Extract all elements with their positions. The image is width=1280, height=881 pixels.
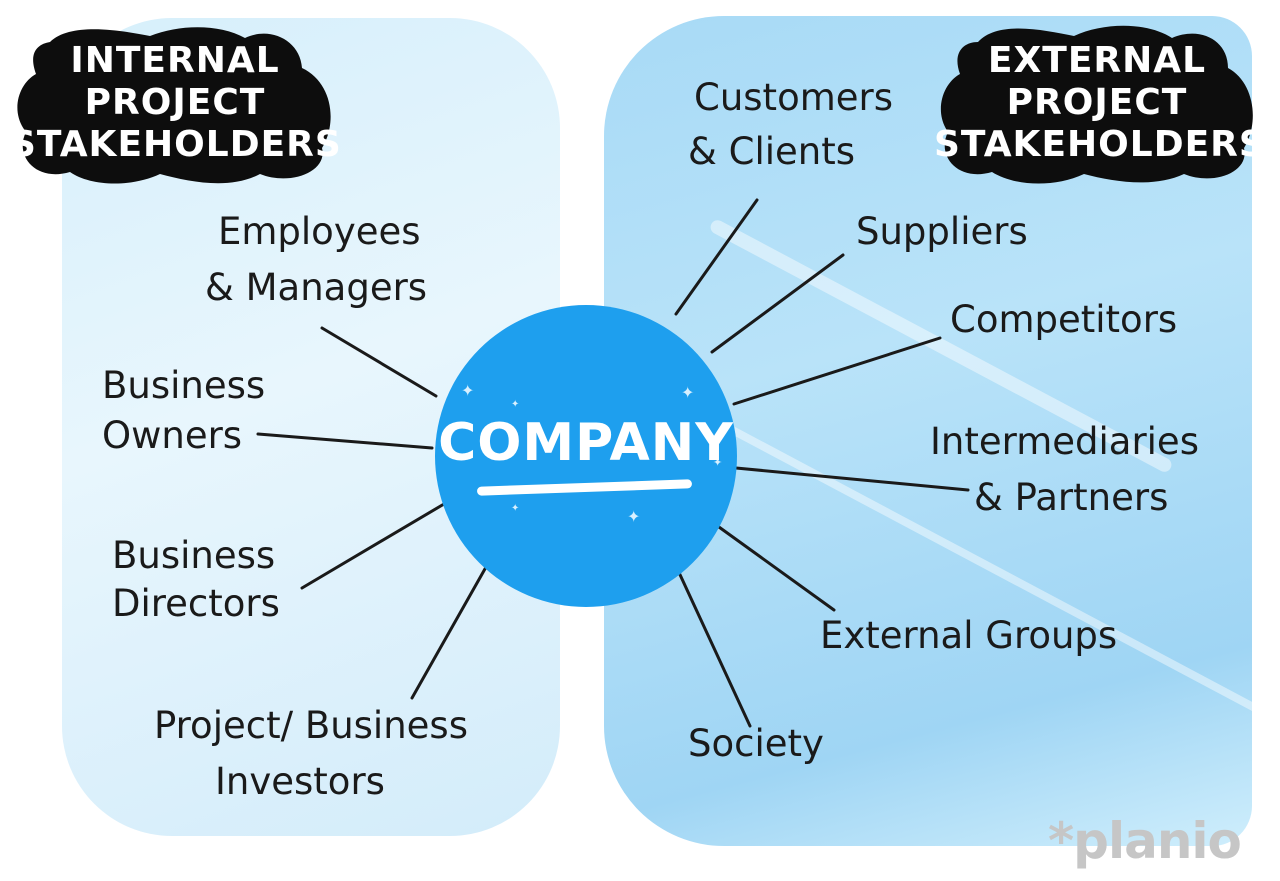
line-external-groups <box>710 520 836 612</box>
sparkle-icon: ✦ <box>627 507 641 526</box>
external-title-line3: STAKEHOLDERS <box>934 124 1266 165</box>
sparkle-icon: ✦ <box>511 399 520 410</box>
company-label: COMPANY <box>438 413 734 473</box>
owners-label-line2: Owners <box>102 414 243 457</box>
internal-title-cloud: INTERNAL PROJECT STAKEHOLDERS <box>10 22 342 187</box>
line-customers <box>674 198 759 316</box>
sparkle-icon: ✦ <box>461 381 475 400</box>
line-intermediaries <box>734 466 970 492</box>
intermediaries-label-line1: Intermediaries <box>930 420 1199 463</box>
line-society <box>674 564 752 728</box>
directors-label-line2: Directors <box>112 582 280 625</box>
line-directors <box>300 502 446 590</box>
employees-label-line1: Employees <box>218 210 421 253</box>
line-investors <box>410 558 492 700</box>
investors-label-line1: Project/ Business <box>154 704 468 747</box>
internal-title-line1: INTERNAL <box>70 40 280 81</box>
sparkle-icon: ✦ <box>713 456 723 469</box>
suppliers-label: Suppliers <box>856 210 1028 253</box>
line-competitors <box>732 336 942 406</box>
sparkle-icon: ✦ <box>511 503 520 514</box>
line-owners <box>256 432 434 450</box>
external-title-line1: EXTERNAL <box>987 40 1207 81</box>
external-title-line2: PROJECT <box>1006 82 1188 123</box>
external-groups-label: External Groups <box>820 614 1118 657</box>
sparkle-icon: ✦ <box>681 383 695 402</box>
planio-logo: *planio <box>1048 812 1242 870</box>
internal-title-line3: STAKEHOLDERS <box>10 124 342 165</box>
owners-label-line1: Business <box>102 364 266 407</box>
customers-label-line1: Customers <box>694 76 894 119</box>
intermediaries-label-line2: & Partners <box>974 476 1169 519</box>
customers-label-line2: & Clients <box>688 130 856 173</box>
company-underline <box>476 479 693 496</box>
employees-label-line2: & Managers <box>205 266 428 309</box>
competitors-label: Competitors <box>950 298 1178 341</box>
internal-title-line2: PROJECT <box>84 82 266 123</box>
society-label: Society <box>688 722 824 765</box>
external-title-cloud: EXTERNAL PROJECT STAKEHOLDERS <box>934 20 1266 188</box>
line-suppliers <box>710 253 845 354</box>
directors-label-line1: Business <box>112 534 276 577</box>
investors-label-line2: Investors <box>215 760 385 803</box>
line-employees <box>320 326 438 398</box>
company-circle: ✦ ✦ ✦ ✦ ✦ ✦ COMPANY <box>435 305 737 607</box>
